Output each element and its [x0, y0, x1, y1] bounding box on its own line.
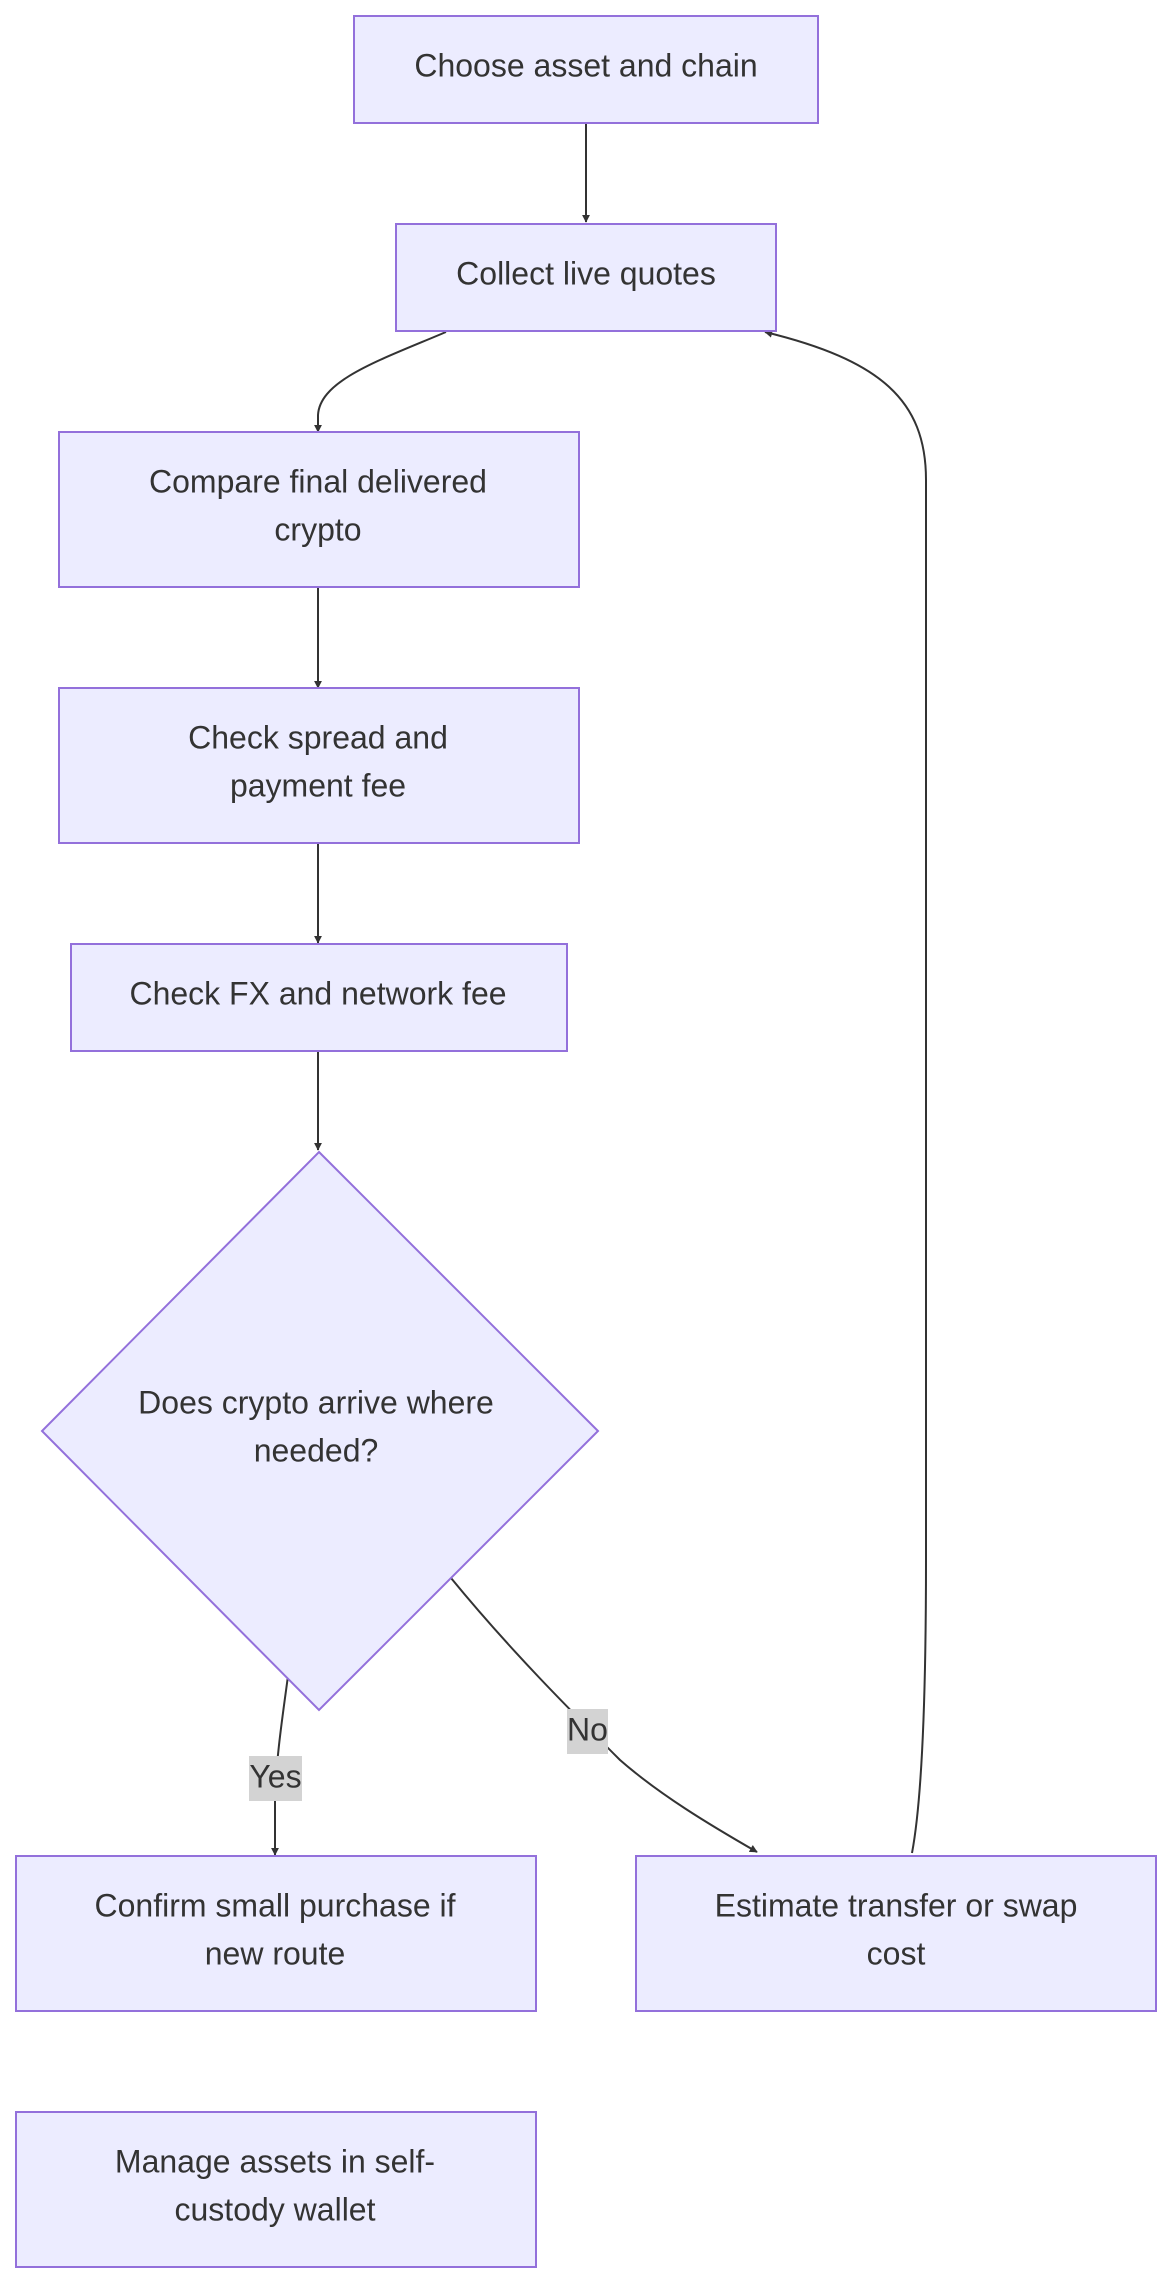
- node-decision-does-crypto-arrive: Does crypto arrive where needed?: [40, 1150, 600, 1712]
- node-collect-label: Collect live quotes: [456, 255, 716, 291]
- node-choose-label: Choose asset and chain: [414, 47, 757, 83]
- node-confirm-small-purchase: Confirm small purchase if new route: [15, 1855, 537, 2012]
- node-manage-assets-self-custody: Manage assets in self- custody wallet: [15, 2111, 537, 2268]
- node-confirm-label-line-2: new route: [205, 1935, 346, 1971]
- edge-label-no-text: No: [567, 1711, 608, 1747]
- node-fx-label: Check FX and network fee: [129, 975, 506, 1011]
- node-check-fx-and-network-fee: Check FX and network fee: [70, 943, 568, 1052]
- edge-label-no: No: [567, 1709, 608, 1754]
- edge-label-yes: Yes: [249, 1756, 302, 1801]
- node-manage-label-line-1: Manage assets in self-: [115, 2143, 435, 2179]
- edge-collect-to-compare: [314, 331, 447, 433]
- node-compare-label-line-2: crypto: [274, 511, 361, 547]
- node-compare-final-delivered-crypto: Compare final delivered crypto: [58, 431, 580, 588]
- edges: [271, 124, 927, 1856]
- node-decision-label-line-1: Does crypto arrive where: [138, 1384, 494, 1420]
- node-collect-live-quotes: Collect live quotes: [395, 223, 777, 332]
- edge-estimate-to-collect: [764, 329, 927, 1854]
- node-choose-asset-and-chain: Choose asset and chain: [353, 15, 819, 124]
- node-confirm-label-line-1: Confirm small purchase if: [95, 1887, 456, 1923]
- node-check-spread-and-payment-fee: Check spread and payment fee: [58, 687, 580, 844]
- node-estimate-label-line-2: cost: [867, 1935, 926, 1971]
- node-estimate-label-line-1: Estimate transfer or swap: [715, 1887, 1078, 1923]
- edge-label-yes-text: Yes: [249, 1758, 301, 1794]
- node-spread-label-line-1: Check spread and: [188, 719, 448, 755]
- node-compare-label-line-1: Compare final delivered: [149, 463, 487, 499]
- node-estimate-transfer-or-swap-cost: Estimate transfer or swap cost: [635, 1855, 1157, 2012]
- node-spread-label-line-2: payment fee: [230, 767, 406, 803]
- node-decision-label-line-2: needed?: [254, 1432, 379, 1468]
- edge-decision-no-to-estimate: [450, 1577, 758, 1853]
- node-manage-label-line-2: custody wallet: [175, 2191, 376, 2227]
